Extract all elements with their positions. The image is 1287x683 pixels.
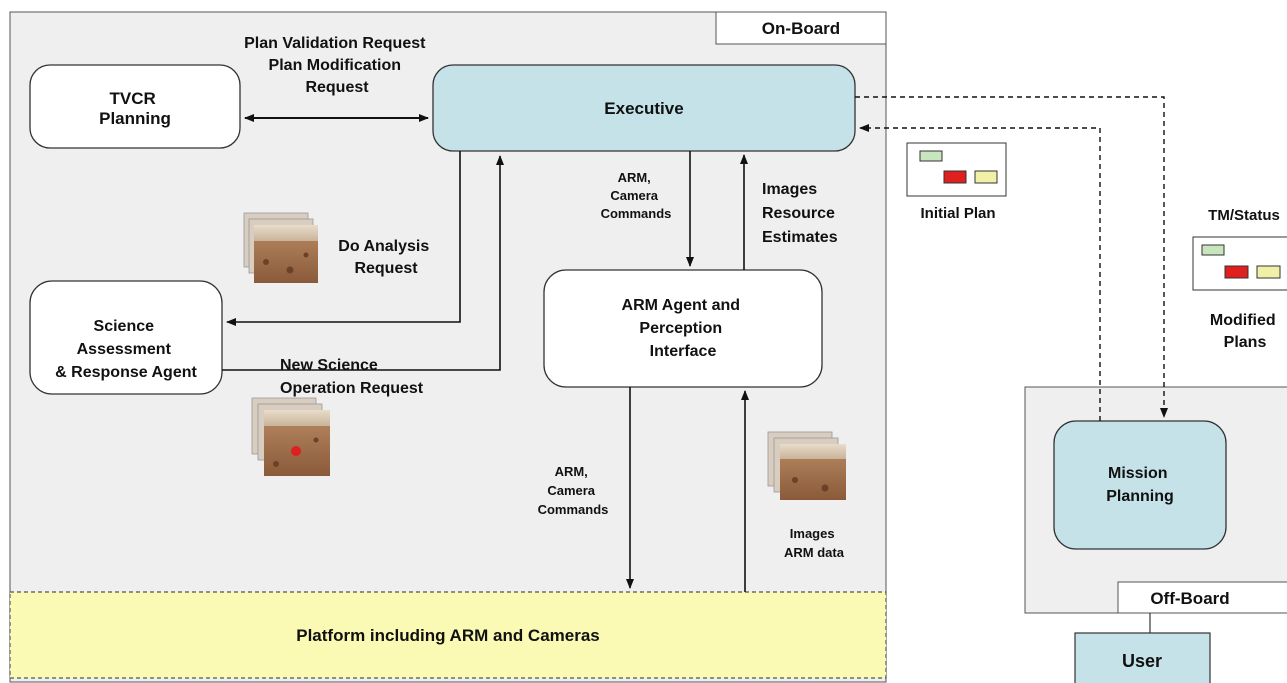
mission-line-1: Mission: [1108, 465, 1168, 482]
arm-cam-upper-line-3: Commands: [601, 206, 672, 221]
arm-cam-lower-line-3: Commands: [538, 502, 609, 517]
plan-validation-line-2: Plan Modification: [269, 57, 401, 74]
executive-label: Executive: [604, 99, 683, 118]
new-science-line-2: Operation Request: [280, 380, 424, 397]
plan-schedule-icon: [906, 142, 1007, 197]
arm-cam-lower-line-2: Camera: [547, 483, 595, 498]
science-line-1: Science: [94, 318, 155, 335]
do-analysis-line-2: Request: [354, 260, 418, 277]
onboard-tag: [715, 11, 887, 45]
arm-agent-line-2: Perception: [639, 320, 722, 337]
platform-box: [9, 591, 887, 679]
mission-planning-box: [1053, 420, 1227, 550]
plan-validation-line-1: Plan Validation Request: [244, 35, 426, 52]
arm-cam-upper-line-1: ARM,: [618, 170, 651, 185]
images-arm-data-line-2: ARM data: [784, 545, 845, 560]
images-resource-line-1: Images: [762, 181, 817, 198]
platform-label: Platform including ARM and Cameras: [296, 626, 600, 645]
executive-box: [432, 64, 856, 152]
do-analysis-arrow: [226, 151, 461, 326]
new-science-label: New Science Operation Request: [280, 357, 424, 397]
science-agent-box: [29, 280, 223, 395]
onboard-label: On-Board: [762, 19, 840, 38]
tvcr-line-2: Planning: [99, 109, 171, 128]
modified-plans-line-2: Plans: [1224, 334, 1267, 351]
modified-plans-line-1: Modified: [1210, 312, 1276, 329]
plan-validation-label: Plan Validation Request Plan Modificatio…: [244, 35, 430, 96]
user-box: [1074, 632, 1211, 683]
initial-plan-label: Initial Plan: [920, 205, 995, 222]
tvcr-planning-label: TVCR Planning: [99, 89, 171, 128]
mission-planning-label: Mission Planning: [1106, 465, 1174, 505]
plan-validation-line-3: Request: [305, 79, 369, 96]
mission-to-exec-dashed-arrow: [859, 124, 1101, 421]
images-arm-data-label: Images ARM data: [784, 526, 845, 560]
arm-agent-line-1: ARM Agent and: [622, 297, 741, 314]
mars-terrain-photo-icon: [251, 397, 330, 476]
arm-agent-box: [543, 269, 823, 388]
user-label: User: [1122, 651, 1162, 671]
images-resource-line-2: Resource: [762, 205, 835, 222]
offboard-tag: [1117, 581, 1287, 614]
new-science-line-1: New Science: [280, 357, 378, 374]
arm-cam-lower-line-1: ARM,: [555, 464, 588, 479]
science-line-3: & Response Agent: [55, 364, 197, 381]
science-line-2: Assessment: [77, 341, 172, 358]
tvcr-planning-box: [29, 64, 241, 149]
offboard-label: Off-Board: [1150, 589, 1229, 608]
arm-agent-label: ARM Agent and Perception Interface: [622, 297, 745, 360]
mission-line-2: Planning: [1106, 488, 1174, 505]
arm-camera-lower-label: ARM, Camera Commands: [538, 464, 609, 517]
arm-camera-upper-label: ARM, Camera Commands: [601, 170, 672, 221]
arm-cam-upper-line-2: Camera: [610, 188, 658, 203]
images-resource-label: Images Resource Estimates: [762, 181, 839, 246]
mars-terrain-photo-icon: [243, 212, 318, 283]
images-arm-data-line-1: Images: [790, 526, 835, 541]
tm-status-label: TM/Status: [1208, 207, 1280, 224]
arm-agent-line-3: Interface: [650, 343, 717, 360]
tvcr-line-1: TVCR: [109, 89, 155, 108]
images-resource-line-3: Estimates: [762, 229, 838, 246]
mars-terrain-photo-icon: [767, 431, 846, 500]
do-analysis-label: Do Analysis Request: [338, 238, 433, 277]
exec-to-mission-dashed-arrow: [855, 96, 1168, 418]
do-analysis-line-1: Do Analysis: [338, 238, 429, 255]
modified-plans-label: Modified Plans: [1210, 312, 1280, 351]
new-science-arrow: [222, 155, 504, 371]
plan-schedule-icon: [1192, 236, 1287, 291]
science-agent-label: Science Assessment & Response Agent: [55, 318, 197, 381]
